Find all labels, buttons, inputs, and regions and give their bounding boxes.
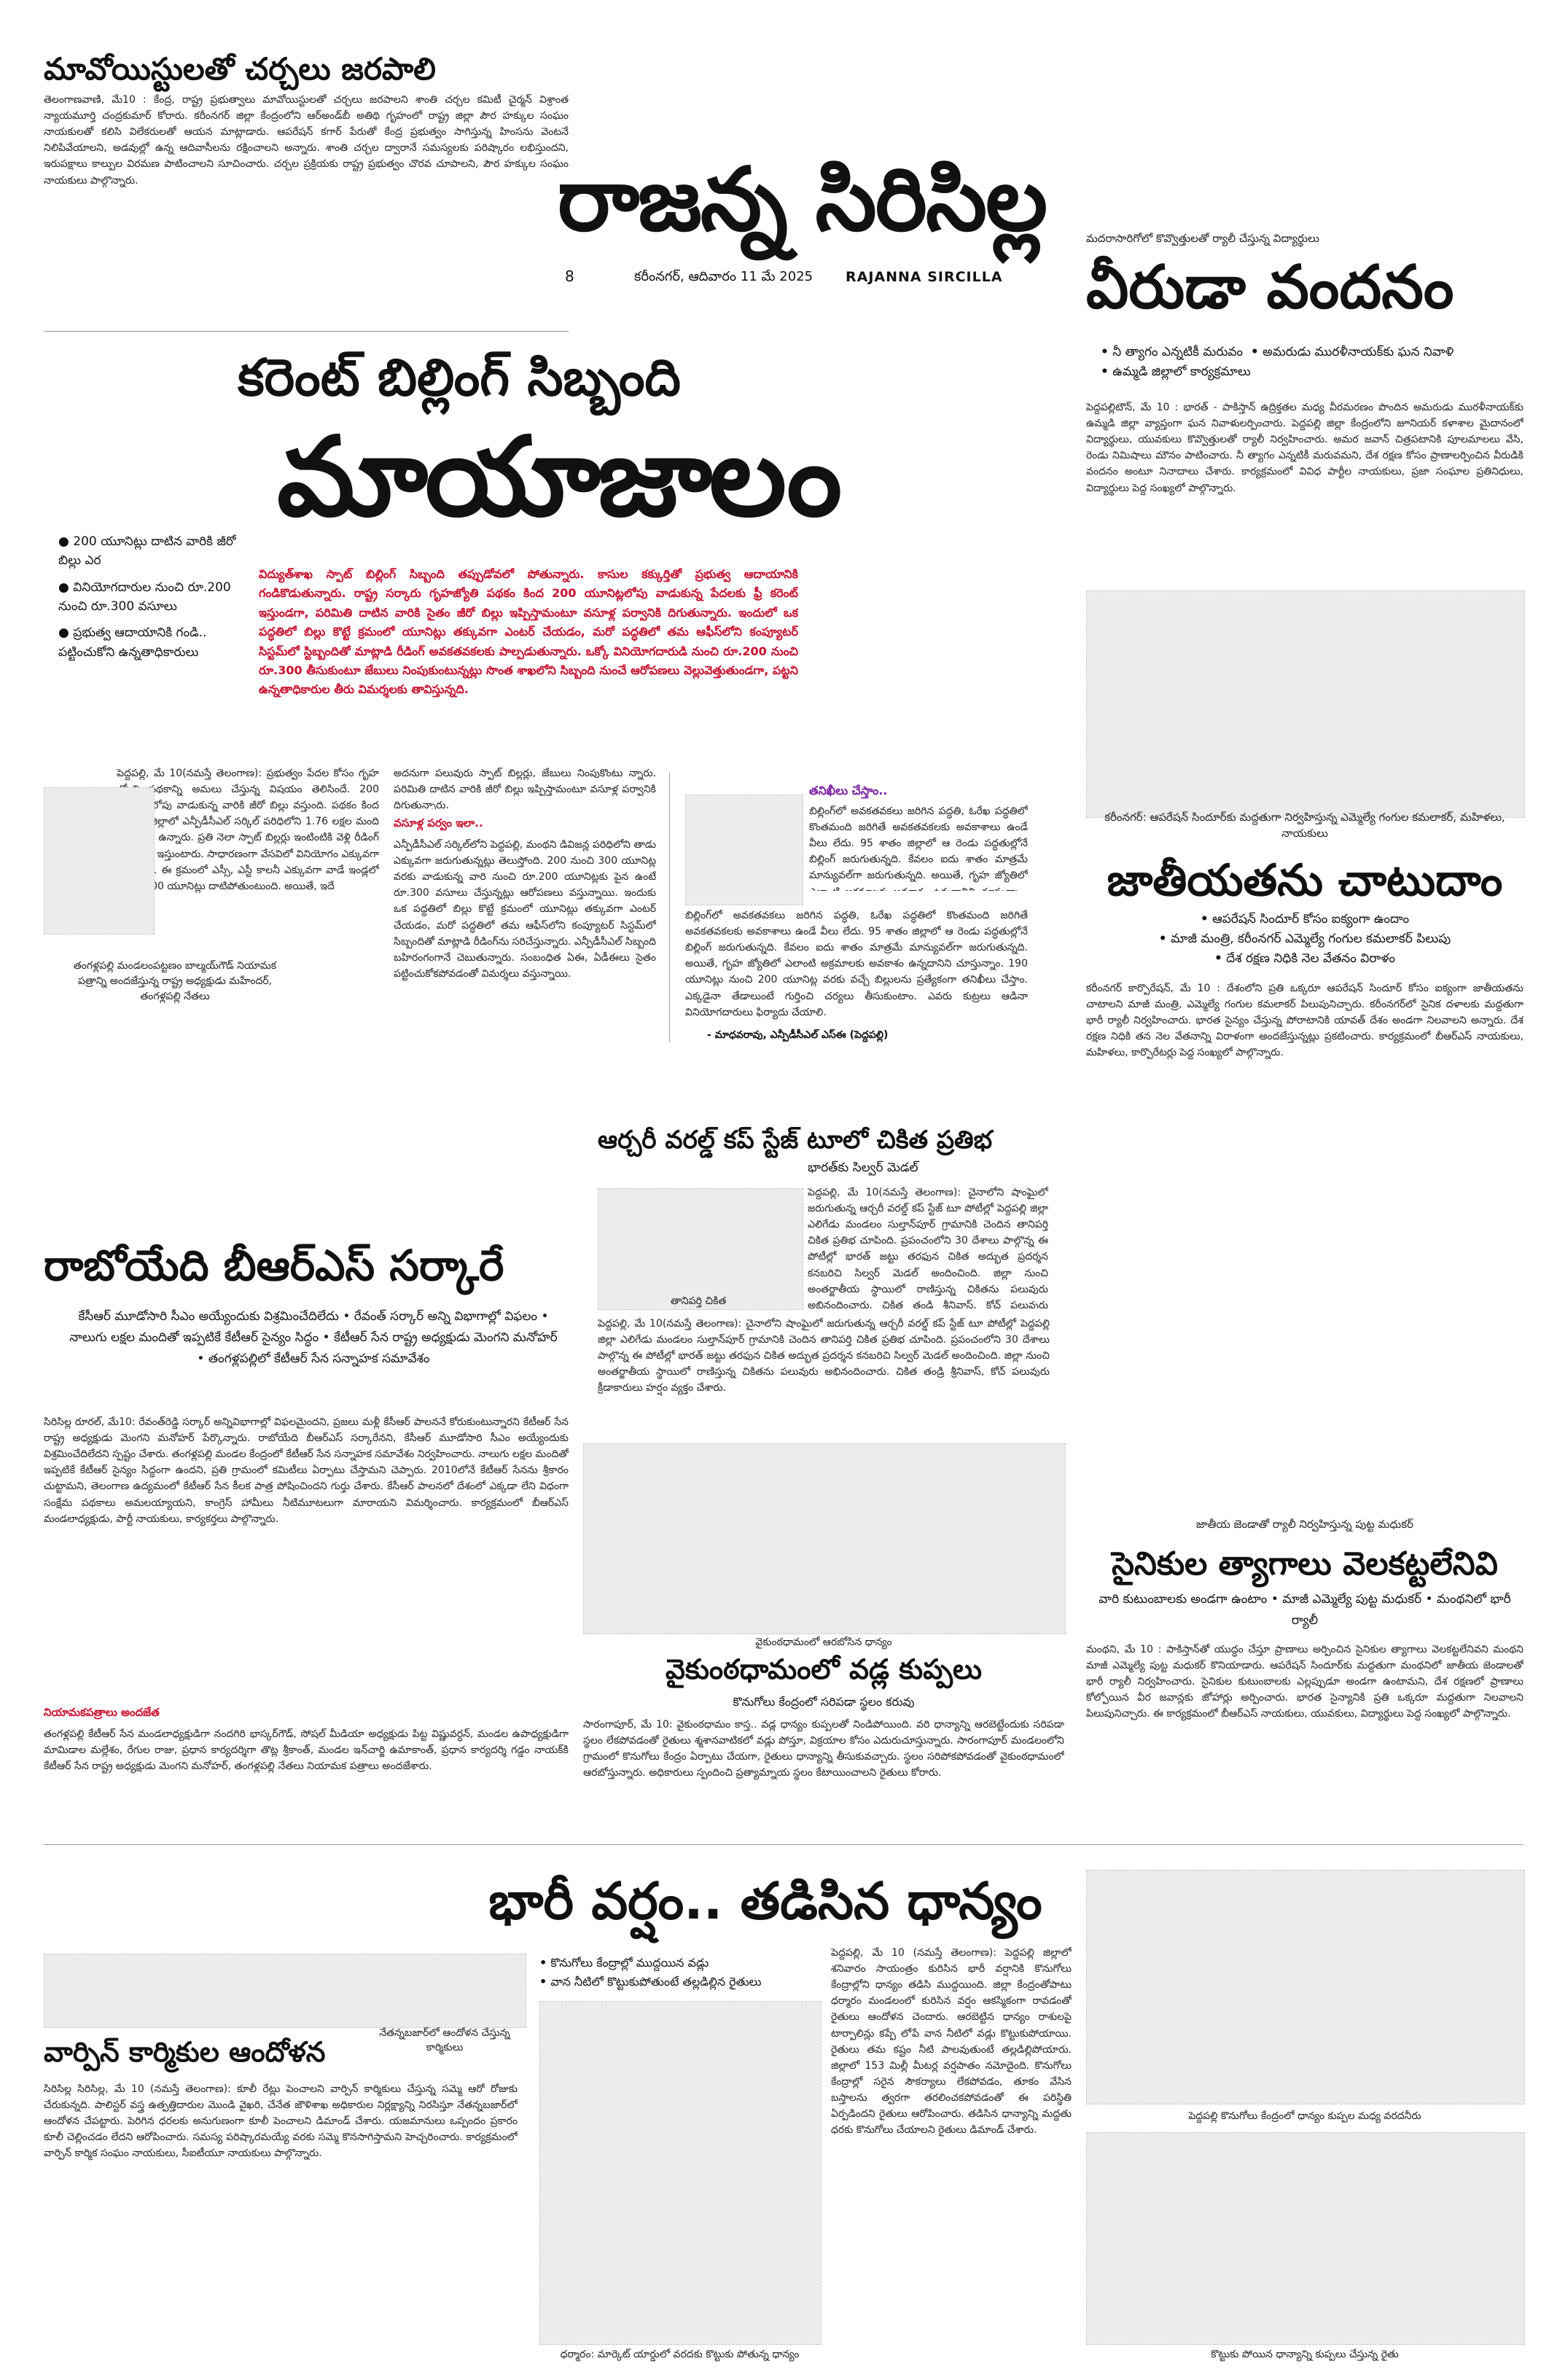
rain-bullets: • కొనుగోలు కేంద్రాల్లో ముద్దయిన వడ్లు • … (539, 1956, 762, 1989)
archery-body-top: పెద్దపల్లి, మే 10(నమస్తే తెలంగాణ): చైనాల… (808, 1187, 1048, 1308)
veeruda-body: పెద్దపల్లిటౌన్, మే 10 : భారత్‌ - పాకిస్త… (1086, 402, 1523, 494)
vaikuntham-kicker: వైకుంఠధామంలో ఆరబోసిన ధాన్యం (755, 1636, 892, 1648)
raboyedi-headline: రాబోయేది బీఆర్ఎస్ సర్కారే (44, 1241, 504, 1290)
masthead-title: రాజన్న సిరిసిల్ల (557, 149, 1048, 251)
billing-kicker-headline: కరెంట్ బిల్లింగ్ సిబ్బంది (238, 348, 681, 407)
sidebar-body: బిల్లింగ్‌లో అవకతవకలు జరిగిన పద్ధతి, ఓరే… (685, 910, 1028, 1018)
veeruda-bullets: • నీ త్యాగం ఎన్నటికీ మరువం • అమరుడు మురళ… (1101, 345, 1454, 380)
raboyedi-bullets: కేసీఆర్ మూడోసారి సీఎం అయ్యేందుకు విశ్రమి… (69, 1309, 558, 1366)
archery-photo-caption: తానిపర్తి చికిత (671, 1295, 727, 1307)
sainikula-bullets: వారి కుటుంబాలకు అండగా ఉంటాం • మాజీ ఎమ్మె… (1099, 1592, 1511, 1628)
sidebar-title: తనిఖీలు చేస్తాం.. (809, 784, 888, 797)
jaatheeyata-kicker: కరీంనగర్: ఆపరేషన్ సిందూర్‌కు మద్దతుగా ని… (1104, 811, 1505, 840)
veeruda-headline: వీరుడా వందనం (1086, 253, 1454, 322)
divider (44, 1844, 1523, 1845)
billing-bullet: ● ప్రభుత్వ ఆదాయానికి గండి.. పట్టించుకోని… (58, 625, 207, 660)
raboyedi-subhead: నియామకపత్రాలు అందజేత (44, 1706, 160, 1719)
maoist-body: తెలంగాణవాణి, మే10 : కేంద్ర, రాష్ట్ర ప్రభ… (44, 94, 569, 187)
raboyedi-body2: తంగళ్లపల్లి కేటీఆర్ సేన మండలాధ్యక్షుడిగా… (44, 1728, 569, 1773)
warping-photo-caption: నేతన్నబజార్‌లో ఆందోళన చేస్తున్న కార్మికు… (379, 2027, 510, 2053)
warping-headline: వార్పిన్ కార్మికుల ఆందోళన (44, 2036, 326, 2068)
billing-main-headline: మాయాజాలం (277, 414, 842, 541)
billing-col2b: ఎన్పీడీసీఎల్ సర్కిల్‌లోని పెద్దపల్లి, మం… (394, 839, 656, 980)
archery-photo (598, 1188, 803, 1310)
jaatheeyata-body: కరీంనగర్ కార్పొరేషన్, మే 10 : దేశంలోని ప… (1086, 983, 1523, 1059)
billing-bullets: ● 200 యూనిట్లు దాటిన వారికి జీరో బిల్లు … (44, 532, 255, 669)
vaikuntham-body: సారంగాపూర్, మే 10: వైకుంఠధామం కాస్త.. వడ… (583, 1719, 1064, 1779)
jaatheeyata-bullets: • ఆపరేషన్ సిందూర్ కోసం ఐక్యంగా ఉందాం • మ… (1158, 912, 1451, 967)
rain-headline: భారీ వర్షం.. తడిసిన ధాన్యం (488, 1871, 1042, 1931)
rain-photo2-caption: ధర్మారం: మార్కెట్ యార్డులో వరదకు కొట్టుక… (560, 2349, 800, 2360)
billing-bullet: ● 200 యూనిట్లు దాటిన వారికి జీరో బిల్లు … (58, 534, 236, 569)
billing-photo-caption: తంగళ్లపల్లి మండలంపట్టణం బాల్మయ్‌గౌడ్ నియ… (73, 960, 277, 1002)
page-number: 8 (565, 268, 574, 285)
raboyedi-body: సిరిసిల్ల రూరల్, మే10: రేవంత్‌రెడ్డి సర్… (44, 1416, 569, 1525)
sainikula-kicker: జాతీయ జెండాతో ర్యాలీ నిర్వహిస్తున్న పుట్… (1196, 1518, 1413, 1531)
billing-lead: విద్యుత్‌శాఖ స్పాట్ బిల్లింగ్ సిబ్బంది త… (259, 567, 798, 697)
rain-photo3-caption: కొట్టుకు పోయిన ధాన్యాన్ని కుప్పలు చేస్తు… (1211, 2349, 1399, 2360)
rain-photo-dharmaram (539, 2001, 822, 2345)
archery-subhead: భారత్‌కు సిల్వర్ మెడల్ (808, 1160, 918, 1175)
edition-name: RAJANNA SIRCILLA (846, 269, 1003, 285)
vaikuntham-photo (583, 1443, 1066, 1634)
rain-photo-top-left (44, 1954, 526, 2028)
divider (669, 773, 670, 1042)
billing-col2: అదనుగా పలువురు స్పాట్ బిల్లర్లు, జేబులు … (394, 768, 656, 809)
divider (44, 331, 569, 332)
sainikula-body: మంథని, మే 10 : పాకిస్తాన్‌తో యుద్ధం చేస్… (1086, 1644, 1523, 1720)
billing-col2-subhead: వసూళ్ల పర్వం ఇలా.. (394, 816, 483, 830)
vaikuntham-headline: వైకుంఠధామంలో వడ్ల కుప్పలు (665, 1653, 983, 1685)
archery-headline: ఆర్చరీ వరల్డ్ కప్ స్టేజ్ టూలో చికిత ప్రత… (598, 1125, 993, 1155)
sainikula-headline: సైనికుల త్యాగాలు వెలకట్టలేనివి (1112, 1545, 1498, 1583)
rain-photo-peddapalli (1086, 1870, 1525, 2104)
veeruda-kicker: మదరాసారిగోలో కొవ్వొత్తులతో ర్యాలీ చేస్తు… (1086, 232, 1319, 245)
rain-body: పెద్దపల్లి, మే 10 (నమస్తే తెలంగాణ): పెద్… (831, 1947, 1072, 2137)
vaikuntham-subhead: కొనుగోలు కేంద్రంలో సరిపడా స్థలం కరువు (733, 1695, 915, 1709)
billing-col1: పెద్దపల్లి, మే 10(నమస్తే తెలంగాణ): ప్రభు… (117, 768, 379, 892)
rain-photo1-caption: పెద్దపల్లి కొనుగోలు కేంద్రంలో ధాన్యం కుప… (1188, 2110, 1421, 2122)
rain-photo-farmer (1086, 2132, 1525, 2345)
billing-photo (44, 787, 155, 935)
archery-body: పెద్దపల్లి, మే 10(నమస్తే తెలంగాణ): చైనాల… (598, 1318, 1050, 1394)
billing-bullet: ● వినియోగదారుల నుంచి రూ.200 నుంచి రూ.300… (58, 580, 231, 614)
dateline: కరీంనగర్, ఆదివారం 11 మే 2025 (634, 269, 813, 284)
sidebar-body-top: బిల్లింగ్‌లో అవకతవకలు జరిగిన పద్ధతి, ఓరే… (809, 805, 1028, 891)
officer-photo (685, 795, 803, 905)
sidebar-signature: - మాధవరావు, ఎన్పీడీసీఎల్ ఎస్ఈ (పెద్దపల్ల… (707, 1029, 889, 1041)
maoist-headline: మావోయిస్టులతో చర్చలు జరపాలి (44, 51, 436, 87)
veeruda-photo (1086, 590, 1525, 818)
jaatheeyata-headline: జాతీయతను చాటుదాం (1107, 855, 1503, 906)
warping-body: సిరిసిల్ల సిరిసిల్ల, మే 10 (నమస్తే తెలంగ… (44, 2083, 518, 2160)
